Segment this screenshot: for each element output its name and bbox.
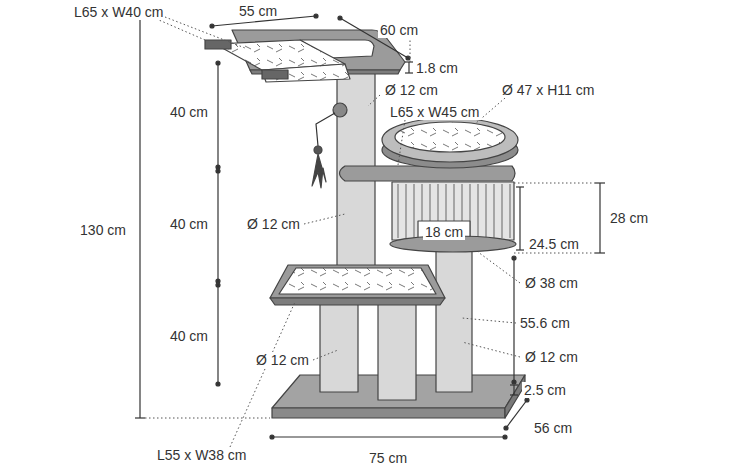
bed-cushion [395, 122, 505, 152]
dimension-lines [135, 14, 605, 439]
dimension-label: 40 cm [168, 104, 210, 120]
cave-slat [478, 184, 479, 238]
leader-lines [145, 14, 595, 447]
hammock-front [262, 64, 350, 82]
cave-slat [406, 184, 407, 238]
dimension-label: L55 x W38 cm [155, 447, 248, 463]
dimension-label: 18 cm [423, 224, 465, 240]
cave-slat [494, 184, 495, 238]
dimension-label: 56 cm [532, 420, 574, 436]
dimension-label: Ø 12 cm [383, 82, 440, 98]
toy-feather [312, 154, 326, 188]
cave-slat [510, 184, 511, 238]
toy-ball [314, 146, 322, 154]
dimension-label: L65 x W45 cm [388, 104, 481, 120]
dimension-label: 28 cm [608, 210, 650, 226]
dimension-label: 2.5 cm [522, 382, 568, 398]
cave-slat [502, 184, 503, 238]
dimension-label: 55 cm [237, 3, 279, 19]
dimension-label: 40 cm [168, 328, 210, 344]
toy-anchor [333, 103, 347, 117]
dimension-label: Ø 12 cm [254, 352, 311, 368]
base-edge [272, 408, 505, 418]
hammock-bar [262, 70, 288, 79]
platform-cushion [279, 268, 436, 294]
cave-slat [414, 184, 415, 238]
cave-slat [486, 184, 487, 238]
middle-platform [340, 166, 516, 181]
dimension-label: Ø 12 cm [245, 216, 302, 232]
dimension-label: 60 cm [378, 22, 420, 38]
dimension-label: 55.6 cm [518, 315, 572, 331]
dimension-label: 1.8 cm [414, 60, 460, 76]
lower-platform [270, 265, 445, 298]
sisal-post [320, 295, 358, 392]
dimension-label: 24.5 cm [527, 236, 581, 252]
bed-rim [382, 118, 518, 162]
cave-slat [398, 184, 399, 238]
dimension-label: Ø 47 x H11 cm [500, 82, 596, 98]
toy-string [316, 113, 335, 146]
lower-platform-edge [270, 298, 445, 305]
dimension-label: L65 x W40 cm [72, 4, 165, 20]
cave-opening [418, 221, 470, 243]
dimension-label: 75 cm [367, 450, 409, 466]
sisal-post [378, 300, 416, 400]
dimension-label: 130 cm [78, 222, 128, 238]
hammock-bar [205, 40, 231, 49]
dimension-label: Ø 12 cm [523, 349, 580, 365]
sisal-post [436, 245, 472, 392]
dimension-label: Ø 38 cm [523, 275, 580, 291]
cave-body [392, 182, 514, 240]
dimension-label: 40 cm [168, 216, 210, 232]
